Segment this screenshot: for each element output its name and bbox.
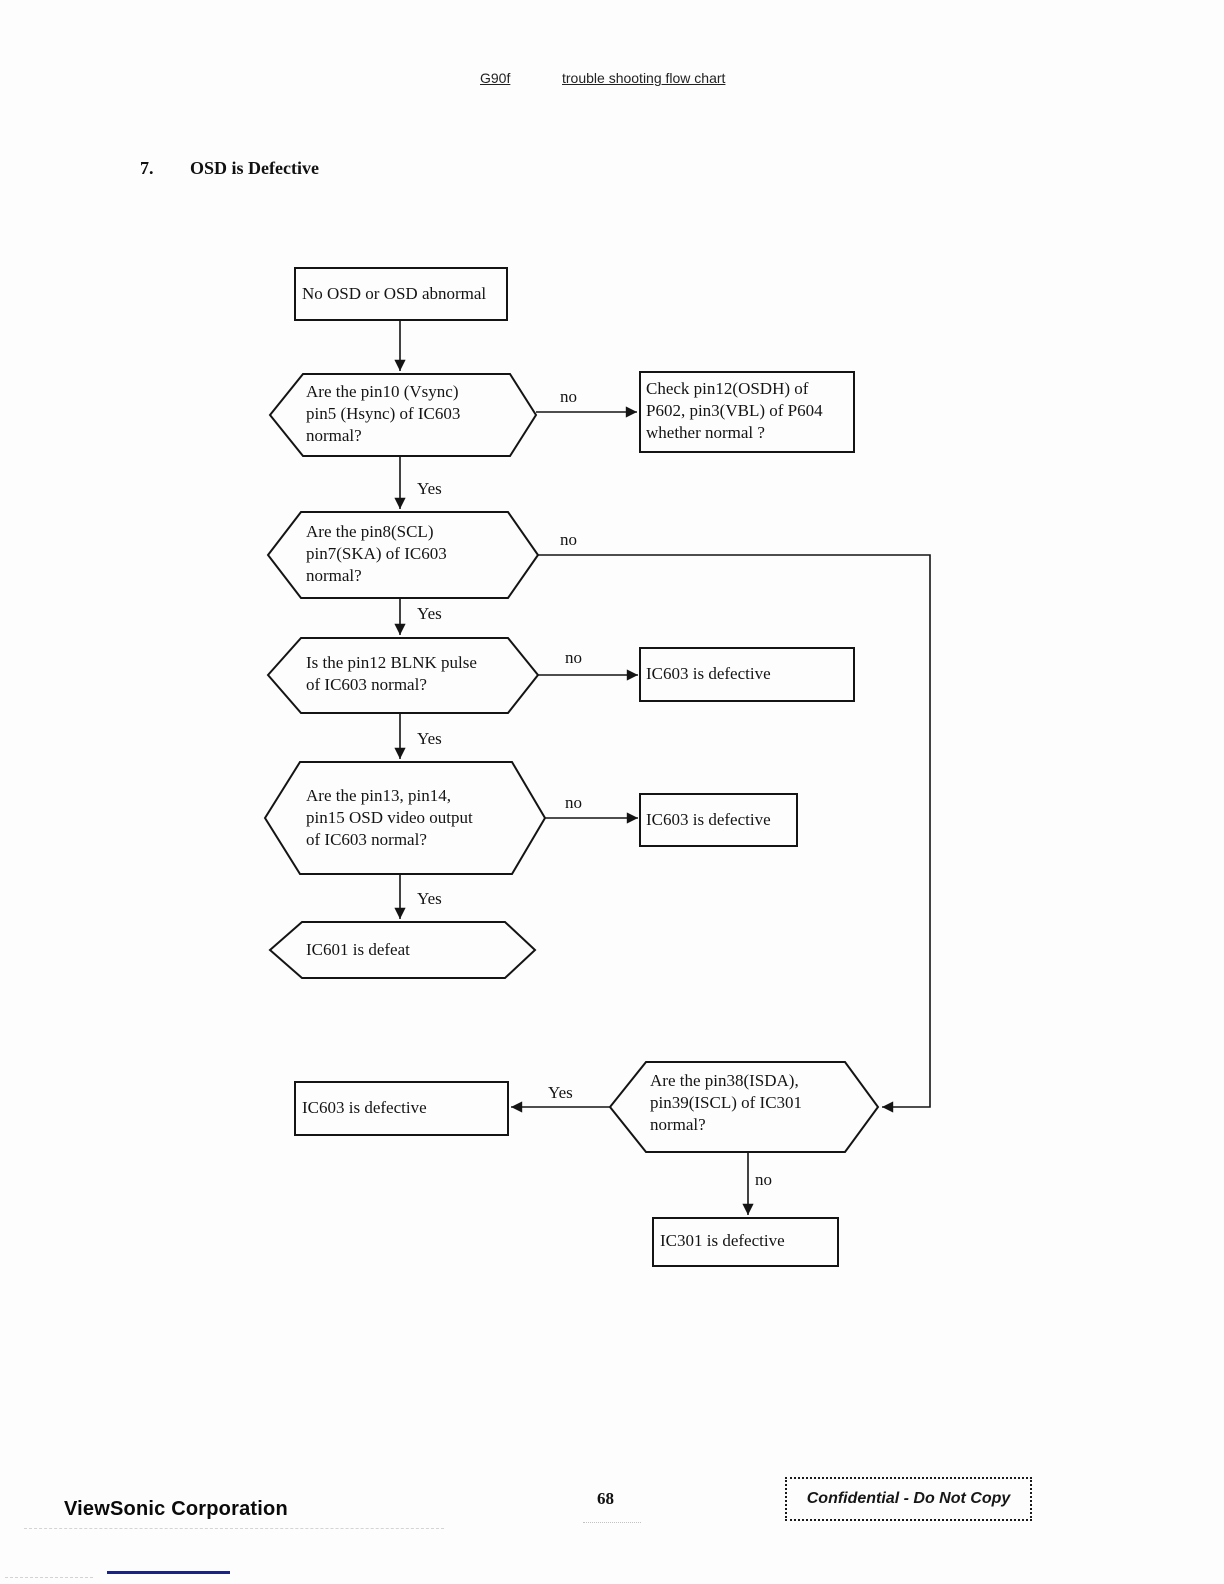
node-q-osd-video-label: Are the pin13, pin14, pin15 OSD video ou… [306, 786, 473, 849]
edge-label-no-4: no [565, 793, 582, 812]
edge-label-yes-1: Yes [417, 479, 442, 498]
node-ic601-defeat-hexagon [268, 921, 537, 979]
company-name: ViewSonic Corporation [64, 1498, 288, 1520]
bottom-navy-bar [107, 1571, 230, 1574]
edge-label-yes-3: Yes [417, 729, 442, 748]
company-underline-rule [24, 1528, 444, 1529]
node-ic603-defective-3-box [294, 1081, 509, 1136]
node-ic301-defective-box [652, 1217, 839, 1267]
edge-label-no-3: no [565, 648, 582, 667]
section-number: 7. [140, 158, 154, 178]
node-ic601-defeat-label: IC601 is defeat [306, 940, 410, 959]
node-q-scl-label: Are the pin8(SCL) pin7(SKA) of IC603 nor… [306, 522, 447, 585]
edge-label-yes-2: Yes [417, 604, 442, 623]
edge-label-no-1: no [560, 387, 577, 406]
edge-label-no-2: no [560, 530, 577, 549]
node-q-vsync-label: Are the pin10 (Vsync) pin5 (Hsync) of IC… [306, 382, 461, 445]
node-ic603-defective-1-box [639, 647, 855, 702]
scan-artifact-speck [5, 1577, 93, 1578]
connector-q-scl-no-to-q-isda [538, 554, 931, 1113]
page-number: 68 [597, 1489, 614, 1508]
header-model: G90f [480, 70, 511, 86]
node-ic301-defective-label: IC301 is defective [660, 1231, 785, 1250]
edge-label-yes-4: Yes [417, 889, 442, 908]
node-ic603-defective-3-label: IC603 is defective [302, 1098, 427, 1117]
page-number-rule [583, 1522, 641, 1523]
node-ic603-defective-2-label: IC603 is defective [646, 810, 771, 829]
section-title: OSD is Defective [190, 158, 319, 178]
node-check-p602-label: Check pin12(OSDH) of P602, pin3(VBL) of … [646, 379, 823, 442]
node-ic603-defective-1-label: IC603 is defective [646, 664, 771, 683]
confidential-text: Confidential - Do Not Copy [806, 1490, 1011, 1507]
node-start-label: No OSD or OSD abnormal [302, 284, 487, 303]
header-title: trouble shooting flow chart [562, 70, 726, 86]
node-start-box [294, 267, 508, 321]
node-check-p602-box [639, 371, 855, 453]
node-q-vsync-hexagon [268, 373, 538, 457]
edge-label-no-5: no [755, 1170, 772, 1189]
node-q-isda-hexagon [608, 1061, 880, 1153]
edge-label-yes-5: Yes [548, 1083, 573, 1102]
confidential-stamp: Confidential - Do Not Copy [785, 1477, 1032, 1521]
node-q-blnk-label: Is the pin12 BLNK pulse of IC603 normal? [306, 653, 477, 694]
node-q-isda-label: Are the pin38(ISDA), pin39(ISCL) of IC30… [650, 1071, 803, 1134]
node-ic603-defective-2-box [639, 793, 798, 847]
